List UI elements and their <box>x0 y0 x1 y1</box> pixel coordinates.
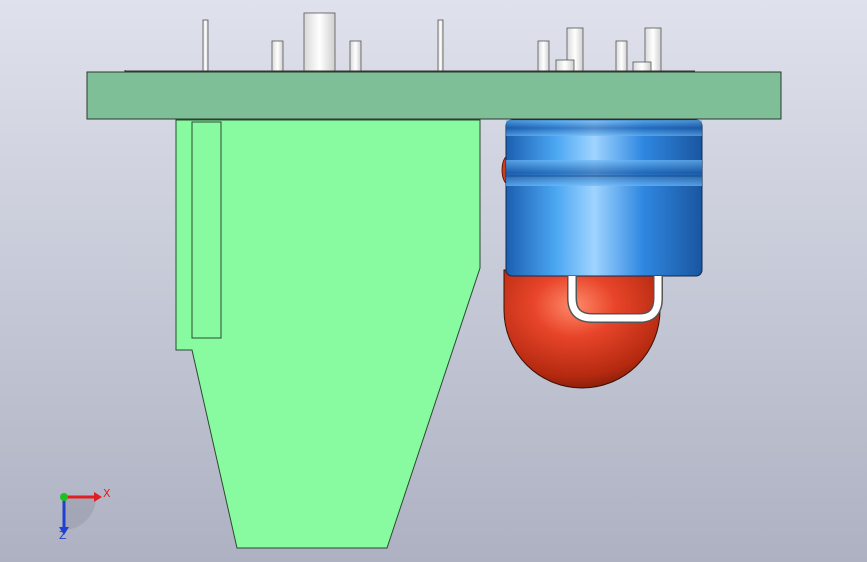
base-plate[interactable] <box>86 70 782 120</box>
mounting-bracket[interactable] <box>175 119 481 549</box>
blue-cylinder[interactable] <box>505 119 703 277</box>
orientation-triad <box>59 492 102 535</box>
connector-pins[interactable] <box>202 12 662 73</box>
x-axis-label: X <box>103 487 111 500</box>
lifting-handle[interactable] <box>567 276 663 323</box>
z-axis-label: Z <box>59 529 67 542</box>
